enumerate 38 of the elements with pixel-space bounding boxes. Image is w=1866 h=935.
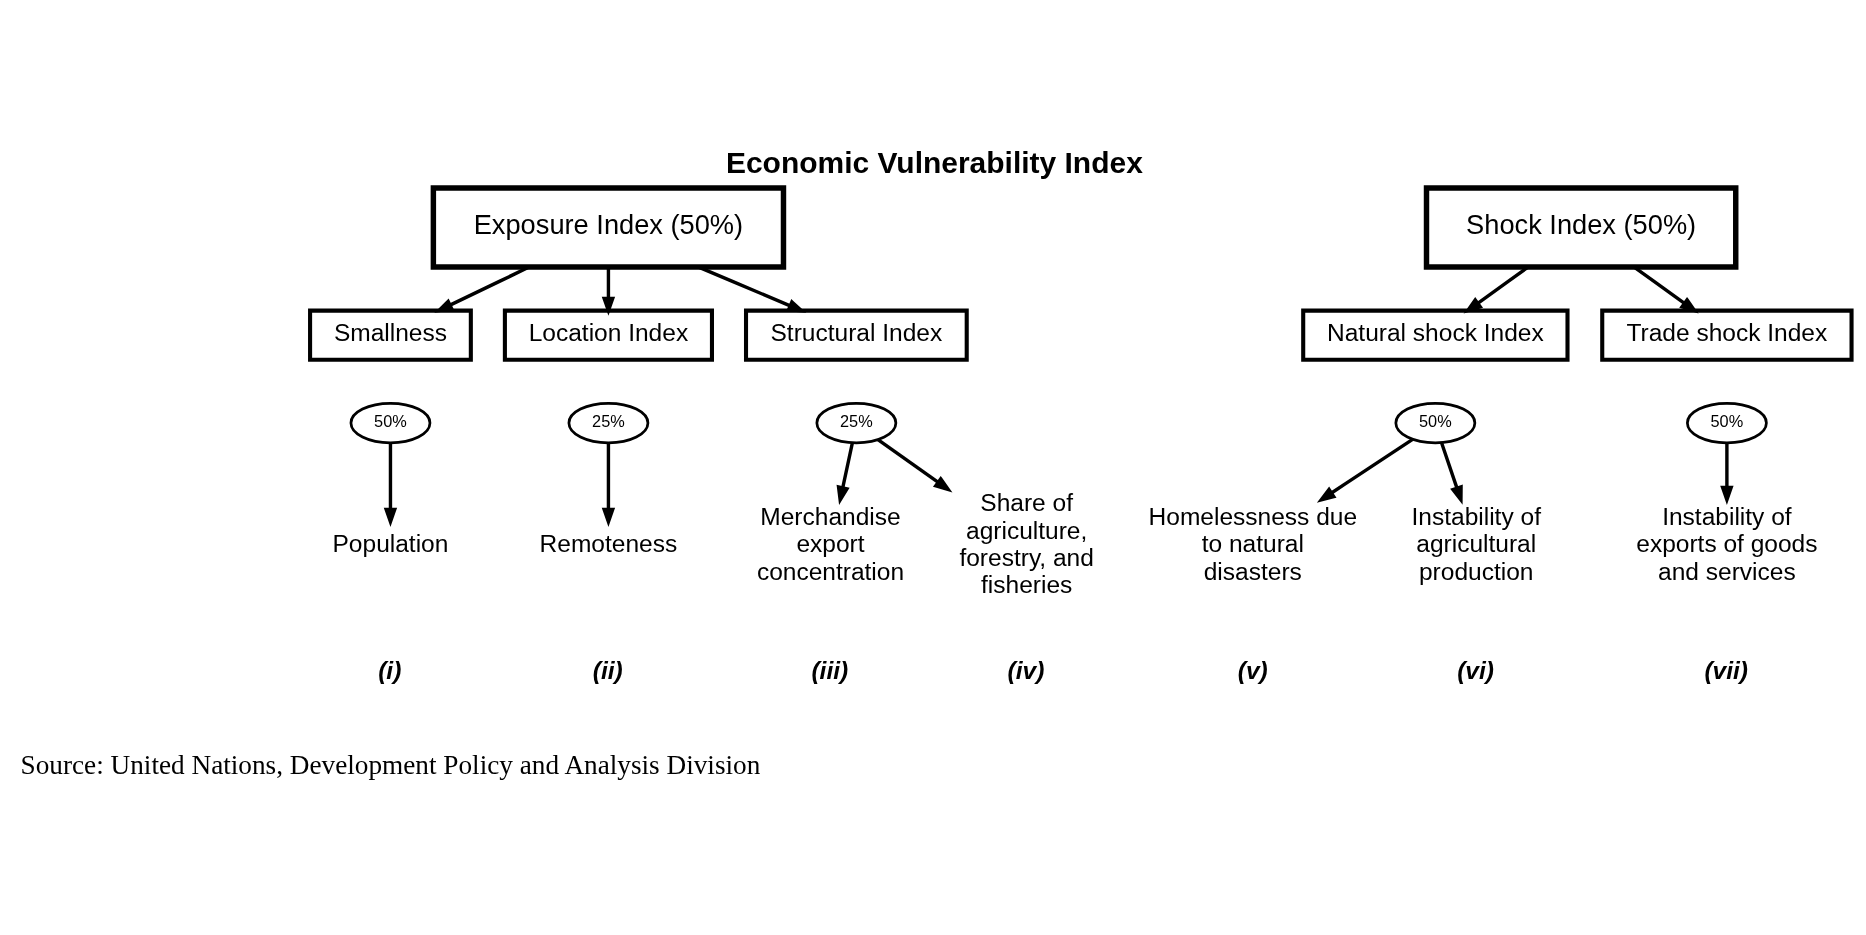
arrow bbox=[601, 442, 616, 527]
node-ellipse: 25% bbox=[567, 401, 650, 444]
label: (vi) bbox=[1457, 656, 1494, 684]
node-ellipse: 50% bbox=[1686, 401, 1768, 444]
label: (i) bbox=[378, 656, 402, 684]
node-ellipse: 25% bbox=[815, 401, 898, 444]
node-text: Share of agriculture, forestry, and fisheries bbox=[959, 488, 1094, 598]
label: (iii) bbox=[811, 656, 849, 684]
node-ellipse: 50% bbox=[349, 401, 432, 444]
arrow bbox=[601, 266, 616, 316]
node-text: Population bbox=[332, 529, 449, 557]
node-text: Remoteness bbox=[539, 529, 678, 557]
node-text: Homelessness due to natural disasters bbox=[1148, 502, 1358, 585]
label: (ii) bbox=[592, 656, 623, 684]
node-text: Instability of agricultural production bbox=[1411, 502, 1541, 585]
label: (v) bbox=[1237, 656, 1268, 684]
node-box: Natural shock Index bbox=[1301, 308, 1570, 362]
node-box: Structural Index bbox=[743, 308, 969, 362]
caption: Source: United Nations, Development Policy and Analysis Division bbox=[20, 749, 761, 780]
arrow bbox=[876, 437, 953, 492]
node-ellipse: 50% bbox=[1394, 401, 1477, 444]
arrow bbox=[1720, 442, 1734, 505]
label: (iv) bbox=[1007, 656, 1045, 684]
arrow bbox=[434, 265, 530, 313]
arrow bbox=[1439, 441, 1463, 505]
node-box: Smallness bbox=[308, 308, 473, 362]
node-box: Trade shock Index bbox=[1600, 308, 1854, 362]
arrow bbox=[836, 441, 855, 505]
node-box: Location Index bbox=[502, 308, 714, 362]
arrow bbox=[1316, 437, 1414, 503]
node-text: Instability of exports of goods and services bbox=[1636, 502, 1818, 585]
arrow bbox=[697, 265, 807, 313]
node-box: Shock Index (50%) bbox=[1423, 184, 1739, 270]
node-box: Exposure Index (50%) bbox=[430, 184, 787, 270]
label: (vii) bbox=[1704, 656, 1749, 684]
node-text: Merchandise export concentration bbox=[756, 502, 905, 585]
diagram-title: Economic Vulnerability Index bbox=[725, 145, 1143, 179]
arrow bbox=[383, 442, 398, 527]
